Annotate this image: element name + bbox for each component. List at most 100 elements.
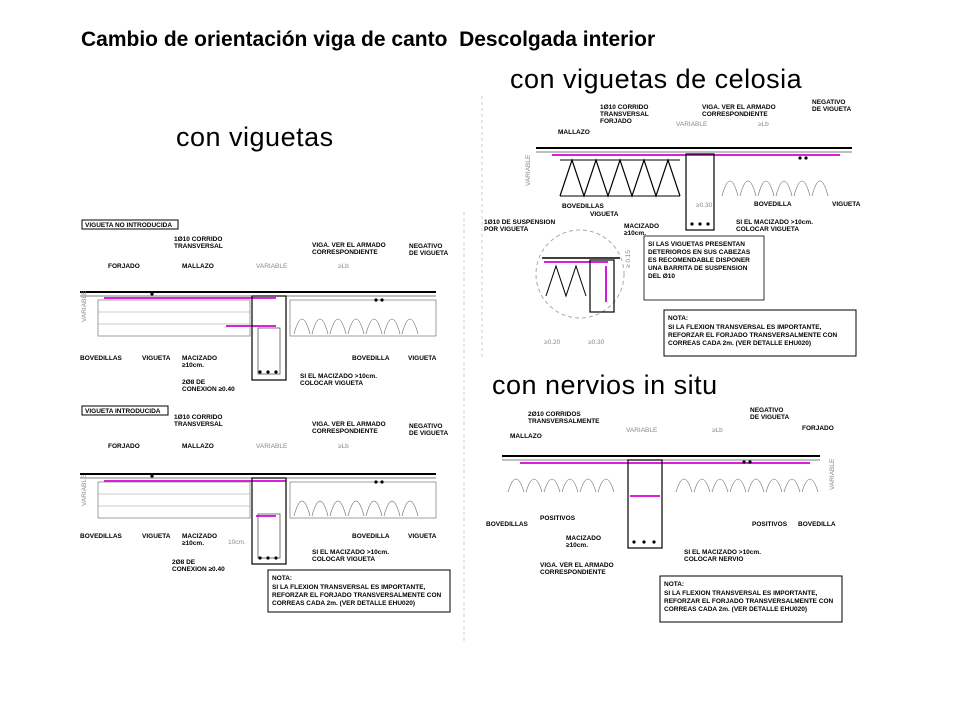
label-macizado: MACIZADO <box>182 533 217 540</box>
label-variable-vertical: VARIABLE <box>81 290 88 322</box>
nota-title: NOTA: <box>664 581 684 588</box>
label-positivos: POSITIVOS <box>540 515 576 522</box>
label-negativo: NEGATIVO <box>750 407 783 414</box>
label-vigueta: VIGUETA <box>142 355 171 362</box>
label-de-vigueta: DE VIGUETA <box>750 414 790 421</box>
label-transversalmente: TRANSVERSALMENTE <box>528 418 600 425</box>
note-deterioro-1: SI LAS VIGUETAS PRESENTAN <box>648 241 745 248</box>
label-de-vigueta: DE VIGUETA <box>409 430 449 437</box>
nota-title: NOTA: <box>272 575 292 582</box>
nota-line-3: CORREAS CADA 2m. (VER DETALLE EHU020) <box>664 606 807 613</box>
label-015: ≥ 0.15 <box>625 250 632 268</box>
diagram-con-viguetas: VIGUETA NO INTRODUCIDA 1Ø10 CORRIDO TRAN… <box>80 212 465 642</box>
nota-line-2: REFORZAR EL FORJADO TRANSVERSALMENTE CON <box>668 332 838 339</box>
note-deterioro-5: DEL Ø10 <box>648 273 675 280</box>
label-conexion-040: CONEXION ≥0.40 <box>172 566 225 573</box>
label-correspondiente: CORRESPONDIENTE <box>312 428 378 435</box>
nota-line-1: SI LA FLEXION TRANSVERSAL ES IMPORTANTE, <box>664 590 818 597</box>
heading-con-viguetas-celosia: con viguetas de celosia <box>510 64 803 94</box>
label-suspension: 1Ø10 DE SUSPENSION <box>484 219 555 226</box>
label-macizado: MACIZADO <box>566 535 601 542</box>
diagram-con-nervios-in-situ: 2Ø10 CORRIDOS TRANSVERSALMENTE NEGATIVO … <box>486 407 843 623</box>
label-conexion-040: CONEXION ≥0.40 <box>182 386 235 393</box>
nota-line-1: SI LA FLEXION TRANSVERSAL ES IMPORTANTE, <box>272 584 426 591</box>
label-corridos: 2Ø10 CORRIDOS <box>528 411 581 418</box>
label-variable: VARIABLE <box>256 263 288 270</box>
label-variable-vertical: VARIABLE <box>525 154 532 186</box>
detail-vigueta-introducida: VIGUETA INTRODUCIDA 1Ø10 CORRIDO TRANSVE… <box>80 405 451 613</box>
label-transversal: TRANSVERSAL <box>174 421 223 428</box>
nota-box <box>663 309 857 357</box>
label-mallazo: MALLAZO <box>182 263 214 270</box>
heading-con-nervios-in-situ: con nervios in situ <box>492 370 718 400</box>
label-macizado: MACIZADO <box>624 223 659 230</box>
label-corrido: 1Ø10 CORRIDO <box>600 104 648 111</box>
label-vigueta-right: VIGUETA <box>408 533 437 540</box>
label-corrido: 1Ø10 CORRIDO <box>174 414 222 421</box>
label-macizado: MACIZADO <box>182 355 217 362</box>
slide-title: Cambio de orientación viga de canto Desc… <box>81 28 656 51</box>
label-bovedillas: BOVEDILLAS <box>80 533 123 540</box>
note-deterioro-3: ES RECOMENDABLE DISPONER <box>648 257 750 264</box>
label-macizado-10: ≥10cm. <box>566 542 588 549</box>
label-negativo: NEGATIVO <box>409 243 442 250</box>
label-bovedillas: BOVEDILLAS <box>486 521 529 528</box>
label-colocar-nervio: COLOCAR NERVIO <box>684 556 743 563</box>
tag-vigueta-introducida: VIGUETA INTRODUCIDA <box>85 408 161 415</box>
label-forjado: FORJADO <box>108 263 140 270</box>
label-bovedillas: BOVEDILLAS <box>80 355 123 362</box>
label-forjado: FORJADO <box>108 443 140 450</box>
label-020: ≥0.20 <box>544 339 561 346</box>
label-negativo: NEGATIVO <box>812 99 845 106</box>
note-deterioro-2: DETERIOROS EN SUS CABEZAS <box>648 249 751 256</box>
label-colocar-vigueta: COLOCAR VIGUETA <box>300 380 363 387</box>
label-bovedillas: BOVEDILLAS <box>562 203 605 210</box>
nota-line-3: CORREAS CADA 2m. (VER DETALLE EHU020) <box>272 600 415 607</box>
label-variable-vertical: VARIABLE <box>829 458 836 490</box>
label-de-vigueta: DE VIGUETA <box>812 106 852 113</box>
label-correspondiente: CORRESPONDIENTE <box>312 249 378 256</box>
label-transversal: TRANSVERSAL <box>174 243 223 250</box>
label-10cm: 10cm. <box>228 539 246 546</box>
label-vigueta-right: VIGUETA <box>832 201 861 208</box>
label-corrido: 1Ø10 CORRIDO <box>174 236 222 243</box>
label-si-macizado: SI EL MACIZADO >10cm. <box>300 373 377 380</box>
label-colocar-vigueta: COLOCAR VIGUETA <box>736 226 799 233</box>
tag-vigueta-no-introducida: VIGUETA NO INTRODUCIDA <box>85 222 172 229</box>
heading-con-viguetas: con viguetas <box>176 122 334 152</box>
label-macizado-10: ≥10cm. <box>624 230 646 237</box>
label-lb: ≥Lb <box>338 443 349 450</box>
label-lb: ≥Lb <box>338 263 349 270</box>
label-lb: ≥Lb <box>712 427 723 434</box>
label-variable: VARIABLE <box>256 443 288 450</box>
label-positivos-right: POSITIVOS <box>752 521 788 528</box>
label-lb: ≥Lb <box>758 121 769 128</box>
nota-line-2: REFORZAR EL FORJADO TRANSVERSALMENTE CON <box>664 598 834 605</box>
label-variable: VARIABLE <box>626 427 658 434</box>
label-conexion: 2Ø8 DE <box>182 379 206 386</box>
label-bovedilla: BOVEDILLA <box>798 521 836 528</box>
label-030: ≥0.30 <box>696 202 713 209</box>
label-si-macizado: SI EL MACIZADO >10cm. <box>312 549 389 556</box>
label-bovedilla: BOVEDILLA <box>754 201 792 208</box>
label-bovedilla: BOVEDILLA <box>352 533 390 540</box>
label-transversal: TRANSVERSAL <box>600 111 649 118</box>
label-negativo: NEGATIVO <box>409 423 442 430</box>
label-macizado-10: ≥10cm. <box>182 540 204 547</box>
label-variable: VARIABLE <box>676 121 708 128</box>
nota-line-2: REFORZAR EL FORJADO TRANSVERSALMENTE CON <box>272 592 442 599</box>
nota-title: NOTA: <box>668 315 688 322</box>
label-correspondiente: CORRESPONDIENTE <box>702 111 768 118</box>
label-por-vigueta: POR VIGUETA <box>484 226 529 233</box>
note-deterioro-4: UNA BARRITA DE SUSPENSION <box>648 265 748 272</box>
nota-box <box>267 569 451 613</box>
label-viga-armado: VIGA. VER EL ARMADO <box>540 562 614 569</box>
label-bovedilla: BOVEDILLA <box>352 355 390 362</box>
label-macizado-10: ≥10cm. <box>182 362 204 369</box>
label-vigueta: VIGUETA <box>590 211 619 218</box>
diagram-con-viguetas-celosia: 1Ø10 CORRIDO TRANSVERSAL FORJADO VIGA. V… <box>481 96 861 358</box>
label-corrido-forjado: FORJADO <box>600 118 632 125</box>
label-vigueta-right: VIGUETA <box>408 355 437 362</box>
nota-line-3: CORREAS CADA 2m. (VER DETALLE EHU020) <box>668 340 811 347</box>
label-030-bottom: ≥0.30 <box>588 339 605 346</box>
